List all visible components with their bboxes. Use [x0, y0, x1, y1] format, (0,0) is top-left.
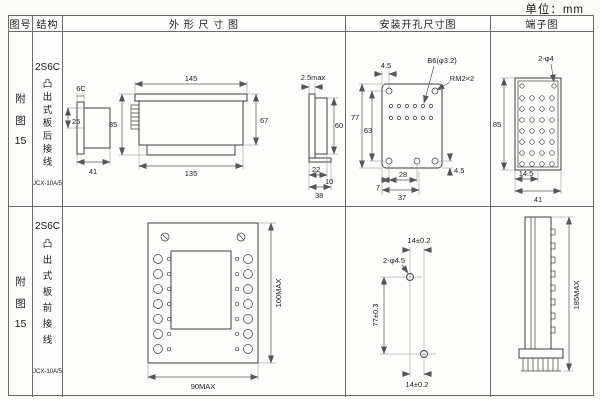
dims-terminal: 2-φ4 85 14.5 41: [493, 54, 562, 204]
dim-85: 85: [493, 120, 501, 129]
drill-holes: [398, 273, 436, 358]
dim-135: 135: [185, 169, 198, 178]
desc-char: 式: [42, 105, 53, 116]
structure-desc: 凸 出 式 板 后 接 线: [43, 78, 53, 169]
relay-front-view: [147, 222, 259, 364]
fig-char: 附: [15, 93, 26, 105]
row2-install-cell: 14±0.2 2-φ4.5 77±0.3 14±0.2: [346, 207, 491, 397]
desc-char: 线: [42, 157, 53, 168]
spec-table: 图号 结构 外 形 尺 寸 图 安装开孔尺寸图 端子图 附 图 15 2S6C …: [8, 15, 594, 397]
row1-fig-no: 附 图 15: [9, 32, 33, 206]
unit-label: 单位：mm: [525, 4, 584, 16]
relay-side-view-tall: [518, 216, 564, 372]
dim-b6: B6(φ3.2): [427, 56, 457, 65]
row2-outline-drawing: 100MAX 90MAX: [147, 222, 283, 391]
dim-67: 67: [260, 116, 268, 125]
dim-4-5-right: 4.5: [454, 166, 464, 175]
dims-install: 14±0.2 2-φ4.5 77±0.3 14±0.2: [371, 236, 432, 389]
row2-install-drawing: 14±0.2 2-φ4.5 77±0.3 14±0.2: [371, 236, 436, 389]
row2-side-view-drawing: 185MAX: [518, 216, 581, 372]
dim-37: 37: [398, 193, 406, 202]
row2-fig-no: 附 图 15: [9, 207, 33, 397]
dims-front-view: 100MAX 90MAX: [147, 222, 283, 391]
dims-front-view: 85 145 135 67: [109, 74, 269, 178]
row1-terminal-drawing: 2-φ4 85 14.5 41: [493, 54, 562, 204]
header-outline: 外 形 尺 寸 图: [63, 16, 346, 31]
desc-char: 出: [42, 255, 53, 266]
dim-60: 60: [335, 121, 343, 130]
table-row-1: 附 图 15 2S6C 凸 出 式 板 后 接 线 JCX-10A/5: [9, 32, 593, 207]
desc-char: 线: [42, 335, 53, 346]
mounting-plate: [381, 83, 443, 169]
dim-41: 41: [89, 167, 97, 176]
structure-type: 2S6C: [34, 62, 60, 73]
dim-14-bottom: 14±0.2: [406, 380, 429, 389]
structure-model: JCX-10A/5: [33, 369, 63, 375]
dims-side-view-small: 6C 25 41: [65, 84, 111, 176]
dim-38: 38: [315, 191, 323, 200]
desc-char: 式: [42, 271, 53, 282]
dims-install: 4.5 B6(φ3.2) RM2×2 77 63: [351, 56, 474, 202]
fig-char: 15: [14, 135, 27, 147]
header-terminal: 端子图: [525, 20, 559, 31]
relay-profile-view: [308, 93, 332, 163]
dim-14-top: 14±0.2: [408, 236, 431, 245]
dim-2-phi4: 2-φ4: [538, 54, 554, 63]
fig-char: 附: [15, 276, 26, 288]
structure-type: 2S6C: [34, 221, 60, 232]
desc-char: 前: [42, 303, 53, 314]
dim-2-5max: 2.5max: [301, 73, 326, 82]
desc-char: 凸: [42, 79, 53, 90]
dim-4-5-left: 4.5: [381, 61, 391, 70]
dim-85: 85: [109, 120, 117, 129]
structure-model: JCX-10A/5: [33, 181, 63, 187]
header-install: 安装开孔尺寸图: [346, 16, 491, 31]
row2-outline-cell: 100MAX 90MAX: [63, 207, 346, 397]
desc-char: 后: [42, 131, 53, 142]
desc-char: 出: [42, 92, 53, 103]
dim-185max: 185MAX: [572, 281, 581, 310]
terminal-block: [514, 77, 562, 171]
fig-char: 图: [15, 115, 26, 127]
dim-7: 7: [376, 183, 380, 192]
dim-90max: 90MAX: [191, 382, 216, 391]
dims-profile-view: 2.5max 60 22 10 38: [301, 73, 343, 200]
dim-77: 77: [351, 113, 359, 122]
dim-41: 41: [534, 195, 542, 204]
table-header-row: 图号 结构 外 形 尺 寸 图 安装开孔尺寸图 端子图: [9, 16, 593, 32]
structure-desc: 凸 出 式 板 前 接 线: [43, 237, 53, 349]
desc-char: 接: [42, 319, 53, 330]
dims-side-view-tall: 185MAX: [551, 216, 581, 372]
desc-char: 板: [42, 118, 53, 129]
row1-structure: 2S6C 凸 出 式 板 后 接 线 JCX-10A/5: [33, 32, 63, 206]
dim-6c: 6C: [76, 84, 86, 93]
row1-terminal-cell: 2-φ4 85 14.5 41: [491, 32, 593, 206]
dim-14-5: 14.5: [519, 169, 534, 178]
dim-2-phi4-5: 2-φ4.5: [383, 256, 405, 265]
dim-63: 63: [364, 126, 372, 135]
desc-char: 板: [42, 287, 53, 298]
header-fig-no: 图号: [9, 16, 33, 31]
fig-char: 15: [14, 318, 27, 330]
relay-front-view: [130, 93, 248, 156]
desc-char: 接: [42, 144, 53, 155]
dim-100max: 100MAX: [274, 279, 283, 308]
table-row-2: 附 图 15 2S6C 凸 出 式 板 前 接 线 JCX-10A/5: [9, 207, 593, 397]
row2-terminal-cell: 185MAX: [491, 207, 593, 397]
dim-10: 10: [325, 177, 333, 186]
fig-char: 图: [15, 298, 26, 310]
dim-22: 22: [312, 165, 320, 174]
row1-install-drawing: 4.5 B6(φ3.2) RM2×2 77 63: [351, 56, 474, 202]
dim-rm2x2: RM2×2: [450, 74, 474, 83]
row1-outline-drawing: 6C 25 41: [65, 73, 343, 200]
dim-145: 145: [185, 74, 198, 83]
row1-install-cell: 4.5 B6(φ3.2) RM2×2 77 63: [346, 32, 491, 206]
row1-outline-cell: 6C 25 41: [63, 32, 346, 206]
dim-25: 25: [72, 117, 80, 126]
header-structure: 结构: [33, 16, 63, 31]
desc-char: 凸: [42, 239, 53, 250]
dim-77: 77±0.3: [371, 304, 380, 327]
row2-structure: 2S6C 凸 出 式 板 前 接 线 JCX-10A/5: [33, 207, 63, 397]
dim-28: 28: [399, 170, 407, 179]
